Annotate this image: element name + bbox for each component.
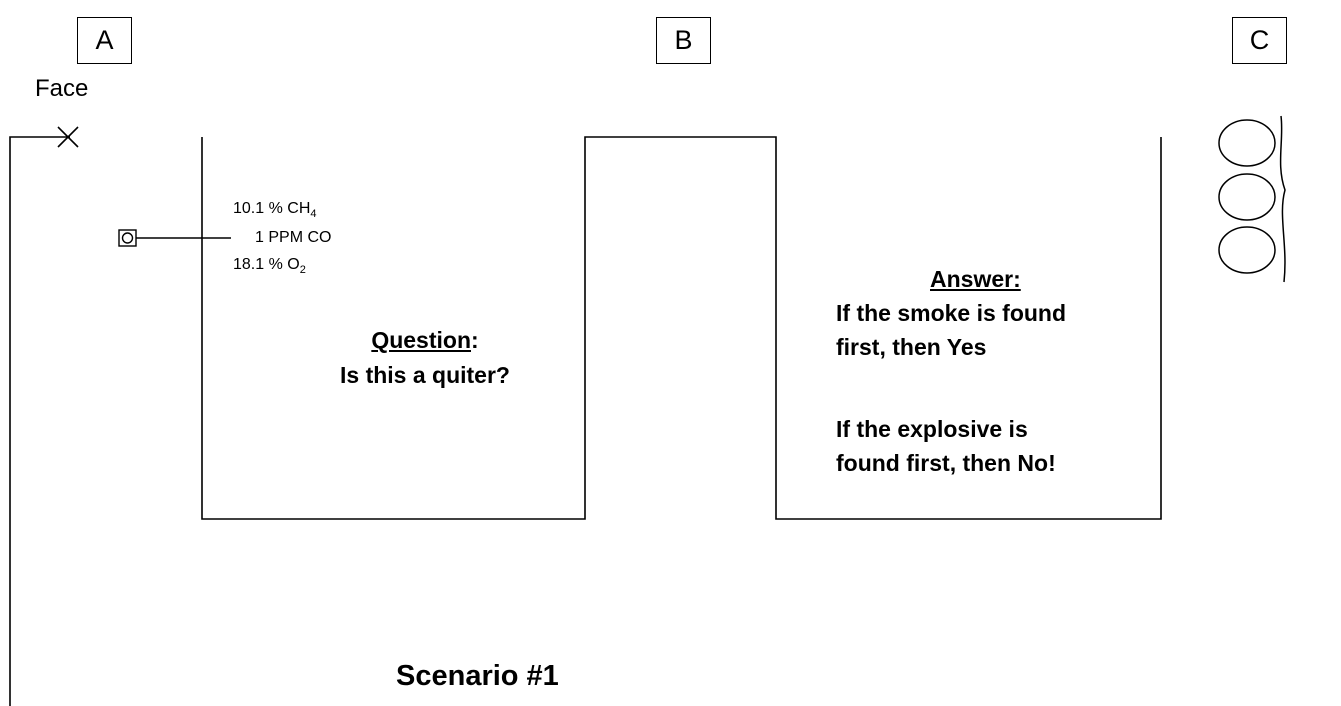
coil-icon <box>1218 115 1286 283</box>
entry-label-c-text: C <box>1249 25 1270 55</box>
reading-methane-subscript: 4 <box>310 208 317 221</box>
gas-detector-icon <box>118 229 137 247</box>
question-text: Is this a quiter? <box>340 362 510 388</box>
reading-methane-unit: % CH <box>268 200 311 217</box>
pillar-block-1 <box>201 136 1162 520</box>
entry-label-b-text: B <box>674 25 693 55</box>
entry-label-a: A <box>77 17 132 64</box>
face-label: Face <box>35 75 89 102</box>
scenario-title: Scenario #1 <box>396 660 559 692</box>
entry-label-c: C <box>1232 17 1287 64</box>
reading-oxygen: 18.1 % O2 <box>233 256 306 276</box>
entry-label-a-text: A <box>95 25 114 55</box>
reading-methane: 10.1 % CH4 <box>233 200 317 220</box>
reading-co-value: 1 <box>255 229 264 246</box>
x-mark-icon <box>57 126 79 148</box>
question-heading-text: Question <box>371 327 471 353</box>
answer-line-4: found first, then No! <box>836 450 1056 476</box>
reading-co-unit: PPM CO <box>268 229 332 246</box>
answer-line-1: If the smoke is found <box>836 300 1067 326</box>
reading-oxygen-unit: % O <box>268 256 300 273</box>
entry-label-b: B <box>656 17 711 64</box>
question-heading-colon: : <box>471 327 479 353</box>
reading-methane-value: 10.1 <box>233 200 265 217</box>
answer-heading: Answer: <box>930 266 1021 292</box>
reading-oxygen-value: 18.1 <box>233 256 265 273</box>
reading-carbon-monoxide: 1 PPM CO <box>255 229 331 247</box>
answer-line-3: If the explosive is <box>836 416 1028 442</box>
question-heading: Question: <box>320 323 530 357</box>
answer-line-2: first, then Yes <box>836 334 987 360</box>
left-rib-line <box>9 136 70 706</box>
reading-oxygen-subscript: 2 <box>299 264 306 277</box>
